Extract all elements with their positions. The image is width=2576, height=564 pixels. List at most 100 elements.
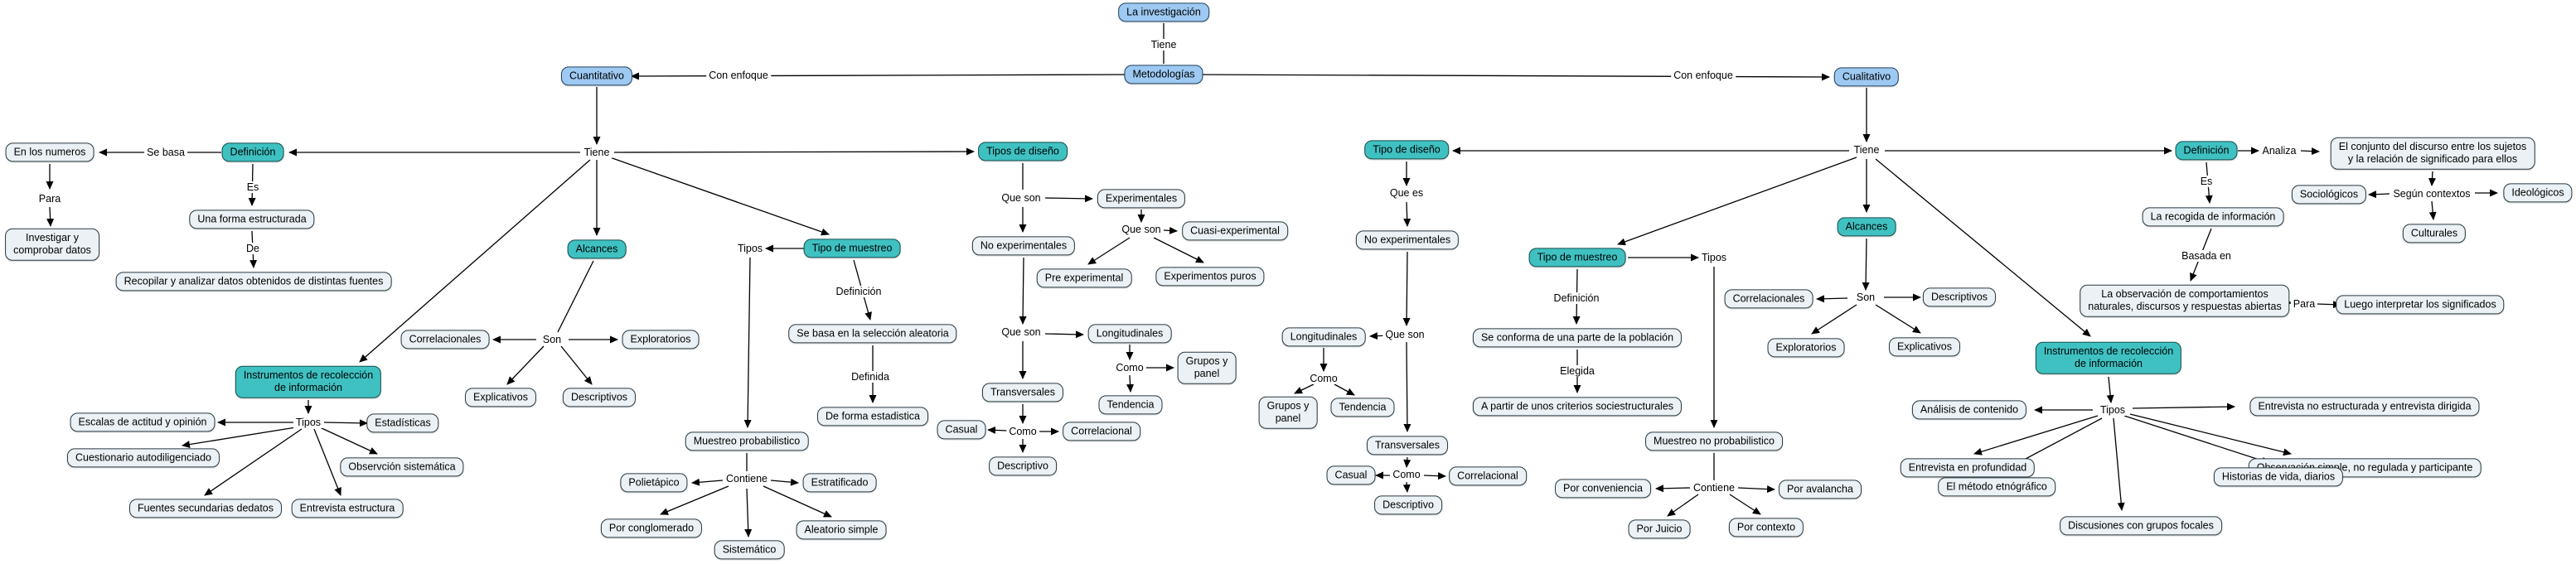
node-entrevista-estructurada[interactable]: Entrevista estructura bbox=[291, 499, 404, 518]
edge-label-basada-en[interactable]: Basada en bbox=[2179, 250, 2234, 262]
node-tendencia-cuant[interactable]: Tendencia bbox=[1098, 395, 1163, 415]
node-muestreo-no-probabilistico[interactable]: Muestreo no probabilistico bbox=[1645, 431, 1783, 451]
node-definicion-cualitativa[interactable]: Definición bbox=[2175, 141, 2238, 161]
node-analisis-contenido[interactable]: Análisis de contenido bbox=[1911, 400, 2027, 420]
node-descriptivo-cual[interactable]: Descriptivo bbox=[1374, 495, 1442, 515]
edge-label-para-cual[interactable]: Para bbox=[2290, 298, 2318, 310]
node-metodo-etnografico[interactable]: El método etnógráfico bbox=[1938, 477, 2055, 497]
edge-label-tiene-cuantitativo[interactable]: Tiene bbox=[581, 147, 613, 158]
node-no-experimentales-cual[interactable]: No experimentales bbox=[1355, 230, 1460, 250]
node-sistematico[interactable]: Sistemático bbox=[714, 540, 785, 560]
node-tipo-muestreo-cuant[interactable]: Tipo de muestreo bbox=[803, 239, 901, 258]
node-transversales-cuant[interactable]: Transversales bbox=[981, 383, 1064, 403]
node-alcances-cuant[interactable]: Alcances bbox=[567, 239, 627, 259]
edge-label-que-son-3[interactable]: Que son bbox=[999, 326, 1043, 338]
node-observacion-comportamientos[interactable]: La observación de comportamientos natura… bbox=[2080, 284, 2290, 317]
node-grupos-panel-cuant[interactable]: Grupos y panel bbox=[1177, 351, 1237, 384]
node-estratificado[interactable]: Estratificado bbox=[802, 473, 877, 493]
node-entrevista-no-estructurada[interactable]: Entrevista no estructurada y entrevista … bbox=[2249, 397, 2480, 417]
edge-label-tipos-instrumentos-cuant[interactable]: Tipos bbox=[293, 417, 324, 428]
node-de-forma-estadistica[interactable]: De forma estadistica bbox=[817, 407, 928, 427]
edge-label-que-son-1[interactable]: Que son bbox=[999, 192, 1043, 204]
edge-label-es-left[interactable]: Es bbox=[244, 181, 262, 193]
node-cuantitativo[interactable]: Cuantitativo bbox=[560, 66, 633, 86]
edge-label-definida[interactable]: Definida bbox=[849, 371, 892, 383]
node-culturales[interactable]: Culturales bbox=[2402, 224, 2467, 243]
edge-label-con-enfoque-right[interactable]: Con enfoque bbox=[1671, 70, 1736, 81]
node-explicativos-cual[interactable]: Explicativos bbox=[1889, 337, 1960, 357]
edge-label-definicion-muestreo-cual[interactable]: Definición bbox=[1551, 292, 1602, 304]
node-estadisticas[interactable]: Estadísticas bbox=[366, 413, 439, 433]
node-alcances-cual[interactable]: Alcances bbox=[1837, 217, 1896, 237]
node-correlacional-cuant[interactable]: Correlacional bbox=[1063, 422, 1140, 441]
edge-label-elegida[interactable]: Elegida bbox=[1557, 365, 1597, 377]
node-tipos-diseno-cuant[interactable]: Tipos de diseño bbox=[978, 142, 1068, 161]
edge-label-son-cuant[interactable]: Son bbox=[540, 334, 564, 345]
edge-label-contiene-cuant[interactable]: Contiene bbox=[723, 473, 771, 484]
node-una-forma-estructurada[interactable]: Una forma estructurada bbox=[189, 210, 315, 229]
edge-label-tipos-instrumentos-cual[interactable]: Tipos bbox=[2097, 404, 2128, 416]
node-entrevista-profundidad[interactable]: Entrevista en profundidad bbox=[1900, 458, 2036, 478]
node-descriptivos-cual[interactable]: Descriptivos bbox=[1922, 287, 1997, 307]
node-grupos-panel-cual[interactable]: Grupos y panel bbox=[1258, 396, 1318, 429]
node-no-experimentales-cuant[interactable]: No experimentales bbox=[971, 236, 1076, 256]
node-historias-vida[interactable]: Historias de vida, diarios bbox=[2213, 467, 2344, 487]
node-longitudinales-cual[interactable]: Longitudinales bbox=[1281, 327, 1366, 347]
edge-label-tiene-root[interactable]: Tiene bbox=[1148, 39, 1179, 51]
node-por-conglomerado[interactable]: Por conglomerado bbox=[600, 518, 703, 538]
node-fuentes-secundarias[interactable]: Fuentes secundarias dedatos bbox=[129, 499, 282, 518]
edge-label-tipos-muestreo-cuant[interactable]: Tipos bbox=[734, 243, 766, 254]
node-recopilar-analizar[interactable]: Recopilar y analizar datos obtenidos de … bbox=[115, 272, 392, 292]
edge-label-que-es[interactable]: Que es bbox=[1387, 187, 1426, 199]
edge-label-se-basa[interactable]: Se basa bbox=[144, 147, 187, 158]
edge-label-segun-contextos[interactable]: Según contextos bbox=[2390, 188, 2473, 200]
node-criterios-sociestructurales[interactable]: A partir de unos criterios sociestructur… bbox=[1472, 397, 1683, 417]
edge-label-que-son-2[interactable]: Que son bbox=[1119, 224, 1164, 235]
node-correlacional-cual[interactable]: Correlacional bbox=[1449, 466, 1527, 486]
node-correlacionales-cual[interactable]: Correlacionales bbox=[1724, 289, 1813, 309]
node-instrumentos-recoleccion-cuant[interactable]: Instrumentos de recolección de informaci… bbox=[235, 365, 382, 398]
edge-label-es-cual[interactable]: Es bbox=[2197, 176, 2215, 187]
edge-label-de-left[interactable]: De bbox=[244, 243, 262, 254]
node-conjunto-discurso[interactable]: El conjunto del discurso entre los sujet… bbox=[2330, 137, 2535, 170]
node-muestreo-probabilistico[interactable]: Muestreo probabilistico bbox=[685, 431, 809, 451]
node-correlacionales-cuant[interactable]: Correlacionales bbox=[400, 330, 490, 349]
node-exploratorios-cuant[interactable]: Exploratorios bbox=[622, 330, 700, 349]
node-por-juicio[interactable]: Por Juicio bbox=[1628, 519, 1691, 539]
node-aleatorio-simple[interactable]: Aleatorio simple bbox=[796, 520, 887, 540]
node-se-conforma-poblacion[interactable]: Se conforma de una parte de la población bbox=[1472, 328, 1683, 348]
node-exploratorios-cual[interactable]: Exploratorios bbox=[1767, 338, 1845, 358]
node-tipo-muestreo-cual[interactable]: Tipo de muestreo bbox=[1528, 248, 1626, 268]
node-cuasi-experimental[interactable]: Cuasi-experimental bbox=[1182, 221, 1288, 241]
edge-label-contiene-cual[interactable]: Contiene bbox=[1690, 482, 1738, 494]
edge-label-con-enfoque-left[interactable]: Con enfoque bbox=[706, 70, 771, 81]
node-transversales-cual[interactable]: Transversales bbox=[1366, 436, 1449, 456]
edge-label-tipos-muestreo-cual[interactable]: Tipos bbox=[1698, 252, 1730, 263]
node-escalas-actitud[interactable]: Escalas de actitud y opinión bbox=[70, 412, 215, 432]
node-discusiones-grupos-focales[interactable]: Discusiones con grupos focales bbox=[2060, 516, 2222, 536]
node-definicion-cuantitativa[interactable]: Definición bbox=[221, 142, 284, 162]
node-tipo-diseno-cual[interactable]: Tipo de diseño bbox=[1364, 140, 1449, 160]
node-explicativos-cuant[interactable]: Explicativos bbox=[465, 388, 536, 407]
edge-label-para-left[interactable]: Para bbox=[36, 193, 64, 205]
node-descriptivos-cuant[interactable]: Descriptivos bbox=[562, 388, 637, 407]
node-se-basa-seleccion-aleatoria[interactable]: Se basa en la selección aleatoria bbox=[788, 324, 957, 344]
node-casual-cual[interactable]: Casual bbox=[1326, 465, 1376, 485]
node-observacion-sistematica[interactable]: Observción sistemática bbox=[340, 457, 464, 477]
edge-label-como-r2[interactable]: Como bbox=[1390, 469, 1423, 480]
node-cuestionario-autodiligenciado[interactable]: Cuestionario autodiligenciado bbox=[66, 448, 220, 468]
node-sociologicos[interactable]: Sociológicos bbox=[2291, 185, 2367, 205]
node-ideologicos[interactable]: Ideológicos bbox=[2503, 183, 2573, 203]
node-cualitativo[interactable]: Cualitativo bbox=[1833, 67, 1900, 87]
node-investigar-comprobar[interactable]: Investigar y comprobar datos bbox=[5, 228, 99, 261]
node-longitudinales-cuant[interactable]: Longitudinales bbox=[1087, 324, 1172, 344]
node-experimentos-puros[interactable]: Experimentos puros bbox=[1155, 267, 1265, 287]
node-pre-experimental[interactable]: Pre experimental bbox=[1036, 268, 1132, 288]
node-recogida-informacion[interactable]: La recogida de información bbox=[2142, 207, 2284, 227]
edge-label-como-l2[interactable]: Como bbox=[1006, 426, 1039, 437]
node-por-contexto[interactable]: Por contexto bbox=[1728, 518, 1804, 537]
node-instrumentos-recoleccion-cual[interactable]: Instrumentos de recolección de informaci… bbox=[2035, 341, 2182, 374]
node-polietapico[interactable]: Polietápico bbox=[620, 473, 688, 493]
node-interpretar-significados[interactable]: Luego interpretar los significados bbox=[2336, 295, 2505, 315]
node-experimentales[interactable]: Experimentales bbox=[1097, 189, 1186, 209]
